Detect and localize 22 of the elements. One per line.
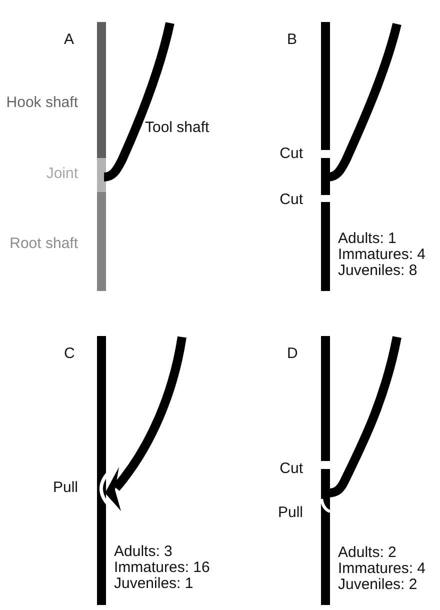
count-text: Adults: 2: [338, 545, 396, 561]
count-text: Adults: 3: [114, 544, 172, 560]
part-label: Tool shaft: [145, 120, 210, 136]
count-text: Adults: 1: [338, 231, 396, 247]
action-label: Cut: [280, 146, 303, 162]
panel-letter: D: [287, 346, 298, 362]
panel-letter: B: [287, 32, 298, 48]
action-label: Pull: [278, 505, 303, 521]
panel-letter: C: [64, 346, 75, 362]
part-label: Hook shaft: [6, 95, 78, 111]
count-text: Juveniles: 8: [338, 263, 418, 279]
count-text: Immatures: 4: [338, 247, 426, 263]
action-label: Pull: [52, 480, 78, 496]
panel-letter: A: [64, 32, 74, 48]
count-text: Immatures: 16: [114, 560, 210, 576]
count-text: Juveniles: 2: [338, 577, 418, 593]
action-label: Cut: [280, 461, 303, 477]
part-label: Joint: [46, 166, 78, 182]
part-label: Root shaft: [10, 236, 78, 252]
count-text: Juveniles: 1: [114, 576, 194, 592]
action-label: Cut: [280, 192, 303, 208]
count-text: Immatures: 4: [338, 561, 426, 577]
